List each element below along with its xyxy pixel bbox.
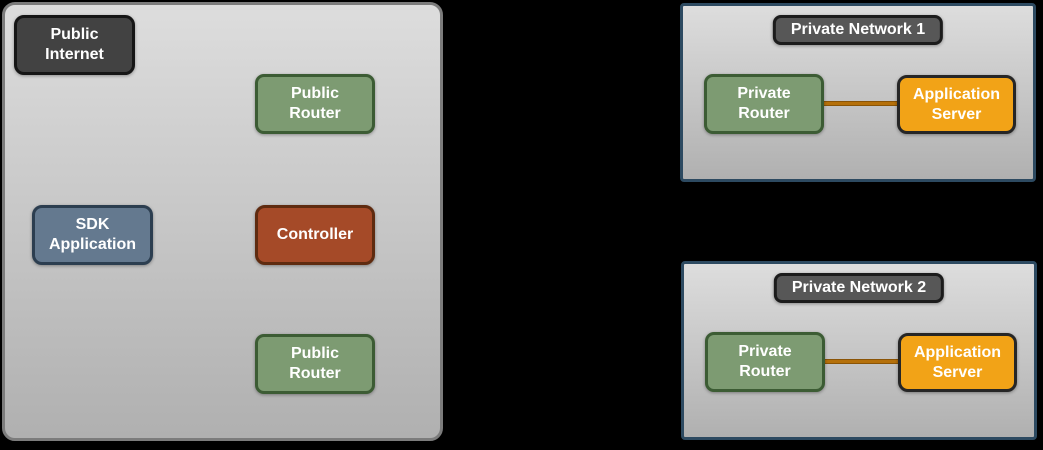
sdk-application-node: SDK Application: [32, 205, 153, 265]
pn1-router-server-connector-line: [824, 101, 897, 106]
pn2-private-router-node: Private Router: [705, 332, 825, 392]
public-internet-node: Public Internet: [14, 15, 135, 75]
pn1-private-router-node: Private Router: [704, 74, 824, 134]
public-router-top-node: Public Router: [255, 74, 375, 134]
private-network-1-container: Private Network 1 Private Router Applica…: [680, 3, 1036, 182]
pn1-application-server-node: Application Server: [897, 75, 1016, 134]
private-network-1-title: Private Network 1: [772, 15, 944, 45]
controller-node: Controller: [255, 205, 375, 265]
pn2-application-server-node: Application Server: [898, 333, 1017, 392]
public-zone-container: Public Internet Public Router SDK Applic…: [2, 2, 443, 441]
pn2-router-server-connector-line: [825, 359, 898, 364]
public-router-bottom-node: Public Router: [255, 334, 375, 394]
private-network-2-container: Private Network 2 Private Router Applica…: [681, 261, 1037, 440]
private-network-2-title: Private Network 2: [773, 273, 945, 303]
